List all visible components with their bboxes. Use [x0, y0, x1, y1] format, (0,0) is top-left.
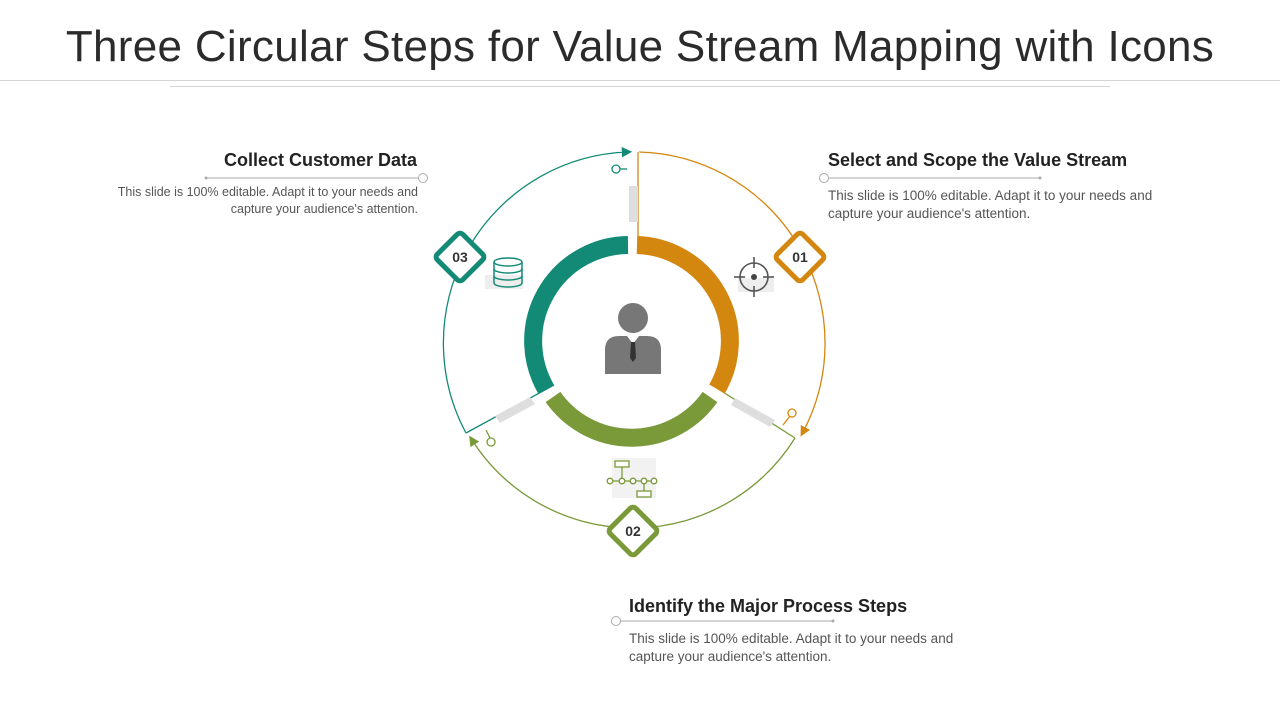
ring-segment-step-03: [524, 236, 629, 394]
title-underline-step-01: [819, 173, 1042, 183]
title-divider: [0, 80, 1280, 81]
outer-arc-step-03: [442, 147, 633, 434]
connector-dot-top: [611, 164, 621, 174]
slide-title: Three Circular Steps for Value Stream Ma…: [65, 22, 1215, 71]
outer-arc-step-01: [638, 151, 826, 437]
step-01-description: This slide is 100% editable. Adapt it to…: [828, 188, 1153, 221]
connector-pin-right: [782, 415, 791, 426]
separator-left-shadow: [495, 397, 535, 423]
database-icon: [485, 257, 523, 289]
step-03-title: Collect Customer Data: [223, 150, 417, 170]
step-02-description: This slide is 100% editable. Adapt it to…: [629, 631, 954, 664]
title-underline: [170, 86, 1110, 87]
step-number-02: 02: [625, 523, 641, 539]
process-flow-icon: [606, 458, 658, 498]
step-number-01: 01: [792, 249, 808, 265]
title-underline-step-02: [611, 616, 835, 626]
ring-segment-step-01: [636, 236, 739, 394]
step-badge-03: 03: [433, 230, 487, 284]
connector-dot-right: [787, 408, 797, 418]
connector-dot-left: [486, 437, 496, 447]
step-number-03: 03: [452, 249, 468, 265]
connector-pin-left: [485, 429, 491, 439]
step-02-title: Identify the Major Process Steps: [629, 596, 908, 616]
businessman-icon: [605, 303, 661, 374]
separator-right-shadow: [731, 398, 775, 427]
step-03-description: This slide is 100% editable. Adapt it to…: [117, 185, 418, 216]
separator-top-shadow: [629, 186, 638, 222]
ring-segment-step-02: [545, 391, 718, 447]
crosshair-target-icon: [734, 257, 774, 297]
title-underline-step-03: [204, 173, 428, 183]
step-badge-01: 01: [773, 230, 827, 284]
step-badge-02: 02: [606, 504, 660, 558]
step-01-title: Select and Scope the Value Stream: [828, 150, 1128, 170]
